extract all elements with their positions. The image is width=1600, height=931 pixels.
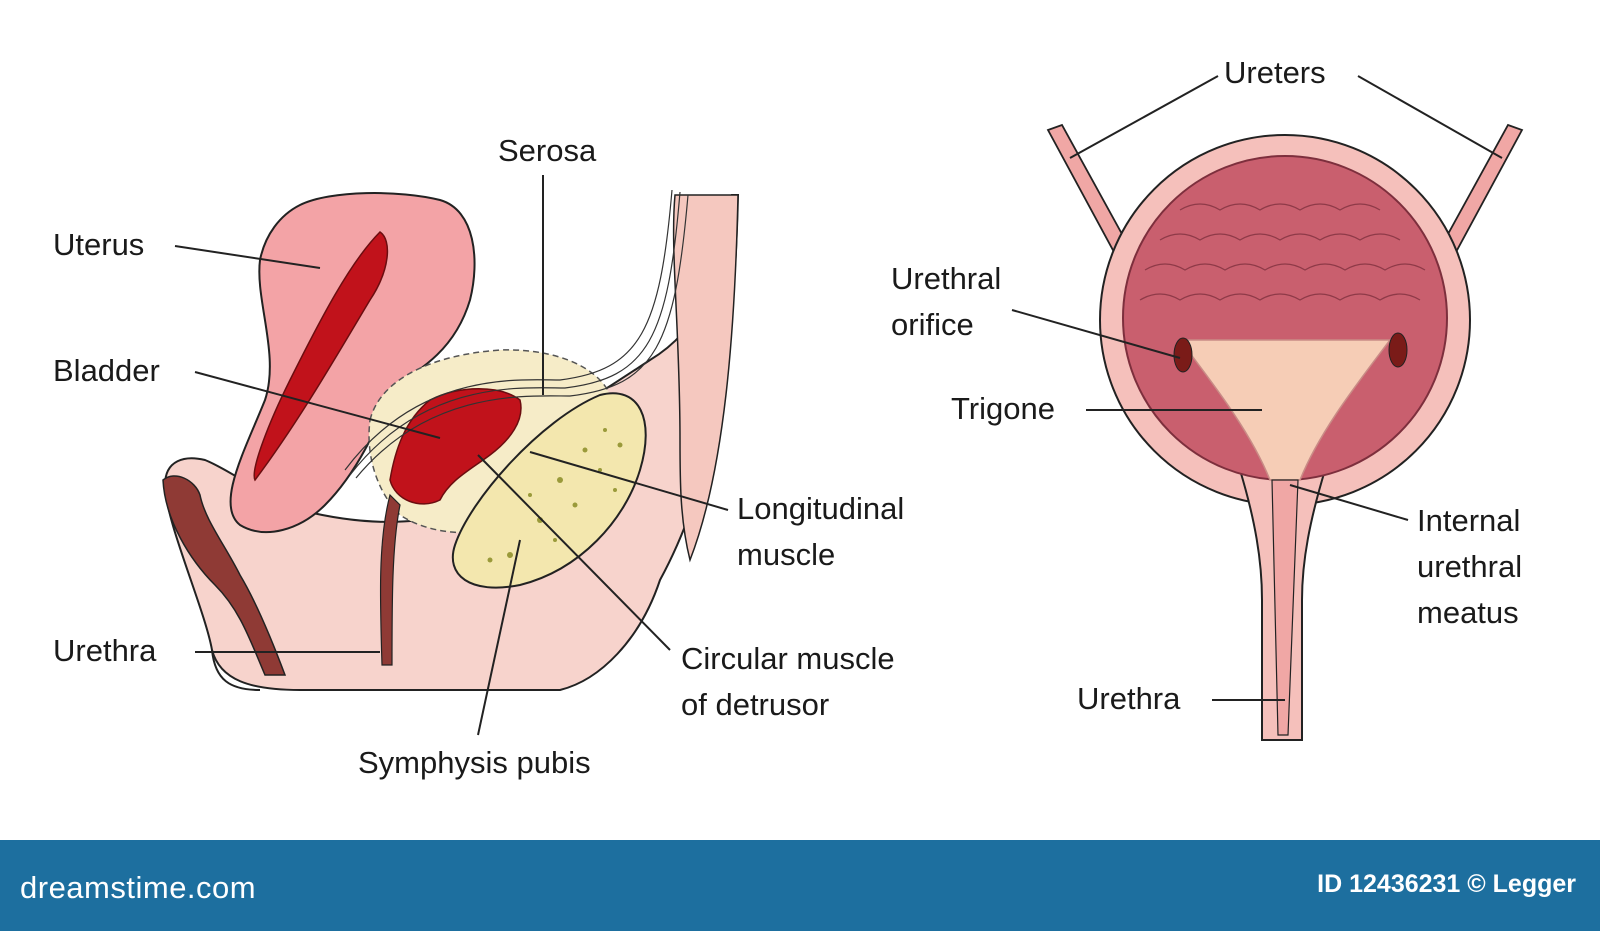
- label-longitudinal-muscle-1: Longitudinal: [737, 486, 904, 532]
- label-symphysis-pubis: Symphysis pubis: [358, 740, 591, 786]
- abdominal-wall: [674, 195, 738, 560]
- label-circular-muscle-2: of detrusor: [681, 682, 829, 728]
- urethral-orifice-left: [1174, 338, 1192, 372]
- label-urethral-orifice-1: Urethral: [891, 256, 1001, 302]
- label-urethral-orifice-2: orifice: [891, 302, 974, 348]
- ureter-right: [1442, 125, 1522, 252]
- label-internal-meatus-2: urethral: [1417, 544, 1522, 590]
- label-uterus: Uterus: [53, 222, 144, 268]
- image-credit: ID 12436231 © Legger: [1317, 870, 1576, 899]
- label-bladder: Bladder: [53, 348, 160, 394]
- label-internal-meatus-1: Internal: [1417, 498, 1520, 544]
- watermark-footer: dreamstime.com ID 12436231 © Legger: [0, 840, 1600, 931]
- label-trigone: Trigone: [951, 386, 1055, 432]
- ureter-left: [1048, 125, 1128, 252]
- frontal-section: [1048, 125, 1522, 740]
- label-urethra-right: Urethra: [1077, 676, 1180, 722]
- label-internal-meatus-3: meatus: [1417, 590, 1519, 636]
- brand-logo-text: dreamstime.com: [20, 870, 256, 906]
- label-longitudinal-muscle-2: muscle: [737, 532, 835, 578]
- label-urethra-left: Urethra: [53, 628, 156, 674]
- label-serosa: Serosa: [498, 128, 596, 174]
- label-circular-muscle-1: Circular muscle: [681, 636, 895, 682]
- urethral-orifice-right: [1389, 333, 1407, 367]
- sagittal-section: [163, 190, 738, 690]
- label-ureters: Ureters: [1224, 50, 1326, 96]
